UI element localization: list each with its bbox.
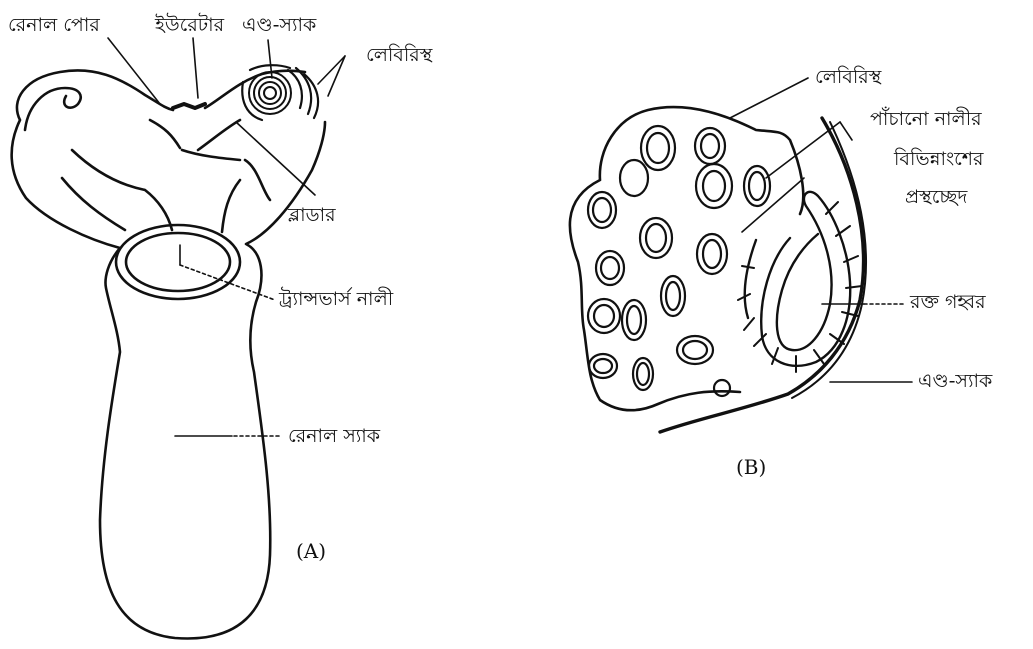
end-sac-arc	[660, 118, 864, 432]
coiled-duct-ridges	[738, 202, 862, 372]
renal-organ-outline-left	[12, 70, 325, 638]
ureter-knot	[173, 104, 205, 108]
transverse-duct-ring-inner	[126, 233, 230, 291]
end-sac-spiral	[249, 72, 291, 114]
transverse-duct-ring-outer	[116, 225, 240, 299]
figure-b-drawing	[570, 78, 912, 432]
caption-figure-b: (B)	[736, 457, 766, 477]
label-ureter: ইউরেটার	[155, 16, 224, 35]
label-transverse-duct: ট্র্যান্সভার্স নালী	[279, 290, 393, 309]
label-renal-pore: রেনাল পোর	[8, 16, 100, 35]
label-end-sac-b: এণ্ড-স্যাক	[918, 372, 992, 391]
labyrinth-curl	[25, 88, 81, 130]
label-end-sac-a: এণ্ড-স্যাক	[242, 16, 316, 35]
label-blood-sinus: রক্ত গহ্বর	[910, 293, 986, 312]
label-bladder: ব্লাডার	[288, 206, 336, 225]
label-coiled-duct-line1: পাঁচানো নালীর	[870, 110, 982, 129]
caption-figure-a: (A)	[296, 541, 326, 561]
label-coiled-duct-line2: বিভিন্নাংশের	[894, 150, 983, 169]
label-labyrinth-b: লেবিরিস্থ	[815, 68, 881, 87]
inner-arms	[62, 120, 270, 232]
label-labyrinth-a: লেবিরিস্থ	[366, 46, 432, 65]
figure-a-drawing	[12, 38, 345, 638]
figure-a-leaders	[108, 38, 345, 436]
label-renal-sac: রেনাল স্যাক	[288, 427, 380, 446]
label-coiled-duct-line3: প্রস্থচ্ছেদ	[905, 188, 967, 207]
tubule-sections	[588, 126, 770, 396]
